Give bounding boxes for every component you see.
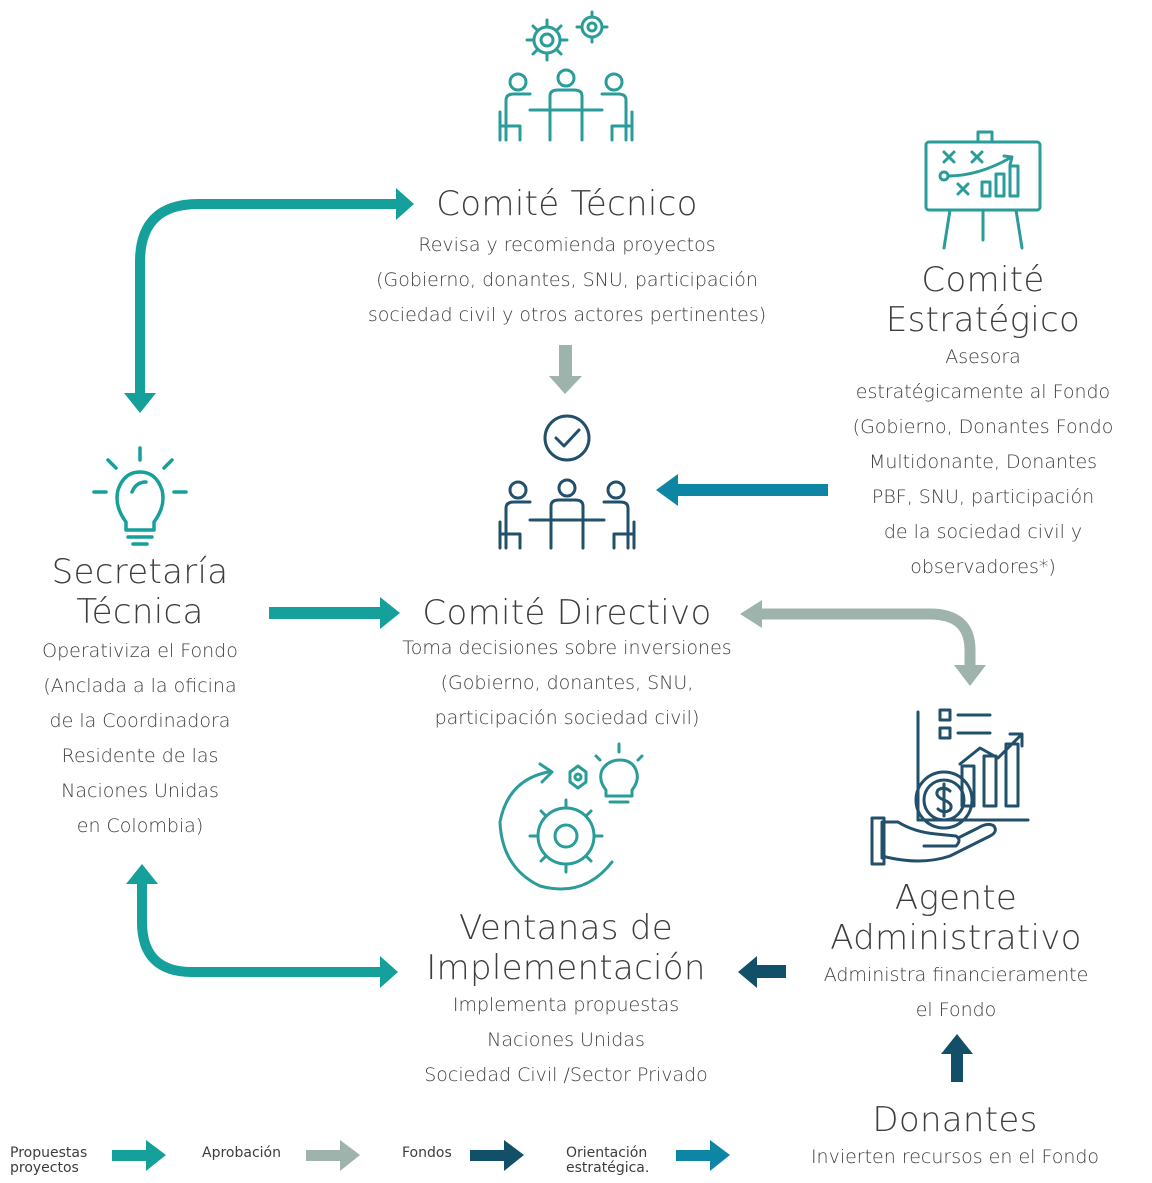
secretaria-tecnica-desc: Operativiza el Fondo (Anclada a la ofici…: [10, 634, 270, 844]
arrow-secretaria-to-directivo: [269, 597, 400, 629]
comite-tecnico-desc: Revisa y recomienda proyectos (Gobierno,…: [330, 228, 804, 333]
legend-arrow-propuestas: [112, 1140, 166, 1171]
desc-line: Toma decisiones sobre inversiones: [402, 637, 732, 659]
desc-line: Naciones Unidas: [61, 780, 219, 802]
comite-directivo-title: Comité Directivo: [422, 593, 712, 633]
desc-line: de la Coordinadora: [49, 710, 231, 732]
desc-line: Invierten recursos en el Fondo: [810, 1146, 1100, 1168]
desc-line: (Anclada a la oficina: [43, 675, 237, 697]
gears-meeting-icon: [498, 10, 634, 142]
legend-arrow-orientacion: [676, 1140, 730, 1171]
legend-arrow-fondos: [470, 1140, 524, 1171]
legend-line: estratégica.: [566, 1160, 650, 1176]
desc-line: en Colombia): [76, 815, 204, 837]
legend-label-fondos: Fondos: [402, 1146, 452, 1161]
comite-tecnico-title: Comité Técnico: [436, 184, 698, 224]
finance-growth-icon: [870, 708, 1030, 866]
arrow-tecnico-to-directivo: [549, 345, 582, 394]
desc-line: Operativiza el Fondo: [42, 640, 238, 662]
agente-administrativo-desc: Administra financieramente el Fondo: [790, 958, 1122, 1028]
desc-line: Multidonante, Donantes: [868, 451, 1098, 473]
arrow-ventanas-secretaria: [126, 864, 398, 988]
title-line: Administrativo: [830, 918, 1082, 958]
node-ventanas: Ventanas de Implementación Implementa pr…: [380, 908, 752, 1093]
donantes-title: Donantes: [872, 1100, 1038, 1140]
desc-line: Administra financieramente: [823, 964, 1089, 986]
desc-line: sociedad civil y otros actores pertinent…: [367, 304, 767, 326]
node-comite-tecnico: Comité Técnico Revisa y recomienda proye…: [330, 184, 804, 333]
legend-label-propuestas: Propuestas proyectos: [10, 1146, 87, 1176]
legend-label-aprobacion: Aprobación: [202, 1146, 281, 1161]
donantes-desc: Invierten recursos en el Fondo: [780, 1140, 1130, 1175]
desc-line: Asesora: [945, 346, 1021, 368]
legend-line: Orientación: [566, 1145, 648, 1161]
comite-directivo-desc: Toma decisiones sobre inversiones (Gobie…: [358, 631, 776, 736]
desc-line: participación sociedad civil): [434, 707, 700, 729]
secretaria-tecnica-title: Secretaría Técnica: [10, 552, 270, 632]
node-secretaria-tecnica: Secretaría Técnica Operativiza el Fondo …: [10, 552, 270, 844]
legend-line: Aprobación: [202, 1145, 281, 1161]
desc-line: observadores*): [910, 556, 1056, 578]
arrow-directivo-agente: [740, 600, 986, 686]
desc-line: Naciones Unidas: [487, 1029, 645, 1051]
title-line: Comité: [921, 260, 1045, 300]
title-line: Secretaría: [51, 552, 229, 592]
desc-line: (Gobierno, Donantes Fondo: [852, 416, 1114, 438]
node-comite-estrategico: Comité Estratégico Asesora estratégicame…: [828, 260, 1138, 585]
desc-line: Residente de las: [61, 745, 219, 767]
arrow-agente-to-ventanas: [738, 956, 786, 988]
desc-line: PBF, SNU, participación: [871, 486, 1095, 508]
arrow-estrategico-to-directivo: [656, 474, 828, 506]
legend-arrow-aprobacion: [306, 1140, 360, 1171]
title-line: Agente: [894, 878, 1018, 918]
lightbulb-icon: [92, 446, 188, 546]
node-agente-administrativo: Agente Administrativo Administra financi…: [790, 878, 1122, 1028]
ventanas-title: Ventanas de Implementación: [380, 908, 752, 988]
arrow-secretaria-to-comite-tecnico: [124, 188, 414, 413]
gear-innovation-icon: [498, 742, 644, 891]
desc-line: (Gobierno, donantes, SNU, participación: [376, 269, 758, 291]
node-comite-directivo: Comité Directivo Toma decisiones sobre i…: [358, 593, 776, 736]
desc-line: Revisa y recomienda proyectos: [418, 234, 716, 256]
title-line: Técnica: [76, 592, 204, 632]
title-line: Ventanas de: [459, 908, 673, 948]
desc-line: Implementa propuestas: [452, 994, 680, 1016]
desc-line: de la sociedad civil y: [883, 521, 1083, 543]
ventanas-desc: Implementa propuestas Naciones Unidas So…: [380, 988, 752, 1093]
comite-estrategico-title: Comité Estratégico: [828, 260, 1138, 340]
comite-estrategico-desc: Asesora estratégicamente al Fondo (Gobie…: [828, 340, 1138, 585]
agente-administrativo-title: Agente Administrativo: [790, 878, 1122, 958]
desc-line: (Gobierno, donantes, SNU,: [440, 672, 694, 694]
approval-meeting-icon: [498, 414, 636, 550]
strategy-board-icon: [924, 130, 1042, 250]
legend-label-orientacion: Orientación estratégica.: [566, 1146, 649, 1176]
desc-line: estratégicamente al Fondo: [855, 381, 1111, 403]
arrow-donantes-to-agente: [941, 1034, 973, 1082]
desc-line: Sociedad Civil /Sector Privado: [424, 1064, 708, 1086]
legend-line: proyectos: [10, 1160, 79, 1176]
legend-line: Fondos: [402, 1145, 452, 1161]
title-line: Implementación: [426, 948, 706, 988]
desc-line: el Fondo: [915, 999, 997, 1021]
legend-line: Propuestas: [10, 1145, 88, 1161]
node-donantes: Donantes Invierten recursos en el Fondo: [780, 1100, 1130, 1175]
title-line: Estratégico: [885, 300, 1081, 340]
